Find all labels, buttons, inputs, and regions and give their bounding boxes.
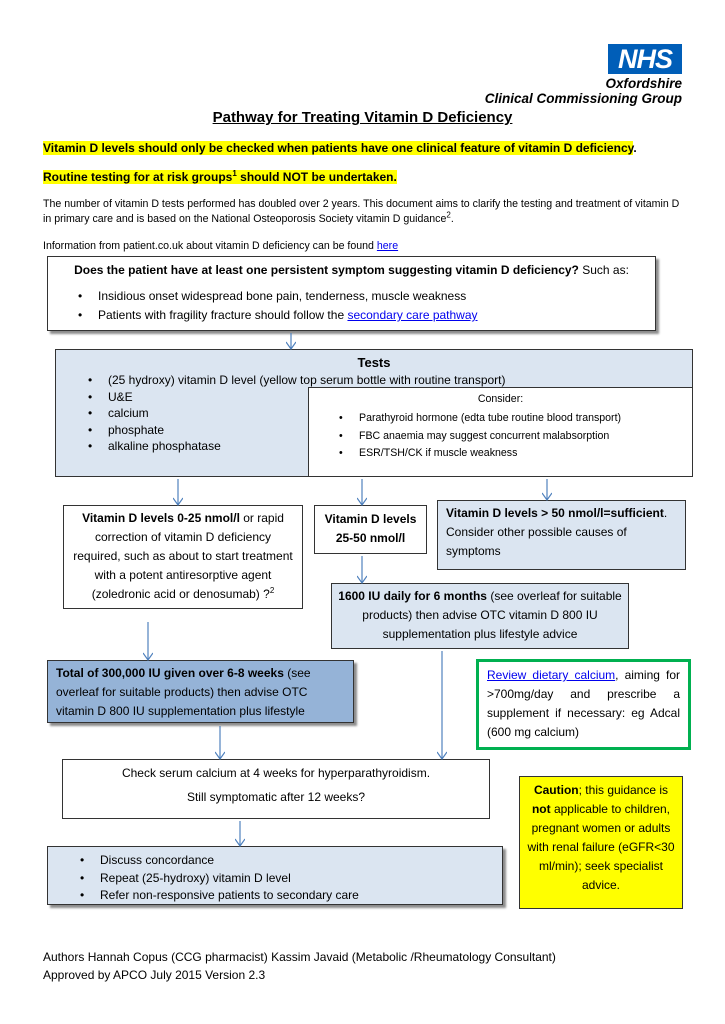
iu1600-bold: 1600 IU daily for 6 months [338, 589, 487, 603]
low-level-box: Vitamin D levels 0-25 nmol/l or rapid co… [63, 505, 303, 609]
highlight-note-1-end: . [633, 141, 637, 155]
intro-paragraph: The number of vitamin D tests performed … [43, 198, 680, 225]
footnote-ref-1: 1 [232, 169, 237, 178]
highlight-note-1-text: Vitamin D levels should only be checked … [43, 141, 634, 155]
caution-not: not [531, 802, 551, 816]
mid-level-line2: 25-50 nmol/l [335, 531, 406, 545]
symptom-item-fracture: Patients with fragility fracture should … [78, 306, 655, 325]
mid-level-line1: Vitamin D levels [324, 512, 417, 526]
footer: Authors Hannah Copus (CCG pharmacist) Ka… [43, 948, 556, 984]
tests-item: calcium [88, 405, 692, 422]
consider-item: FBC anaemia may suggest concurrent malab… [339, 428, 692, 446]
high-level-box: Vitamin D levels > 50 nmol/l=sufficient.… [437, 500, 686, 570]
nhs-logo: NHS [608, 44, 682, 74]
final-actions-list: Discuss concordance Repeat (25-hydroxy) … [80, 852, 502, 905]
iu300k-box: Total of 300,000 IU given over 6-8 weeks… [47, 660, 354, 723]
low-level-bold: Vitamin D levels 0-25 nmol/l [82, 511, 240, 525]
intro-text: The number of vitamin D tests performed … [43, 198, 680, 225]
page-title: Pathway for Treating Vitamin D Deficienc… [212, 109, 513, 126]
highlight-note-2-b: should NOT be undertaken. [236, 170, 397, 184]
check-line2: Still symptomatic after 12 weeks? [186, 790, 366, 804]
org-name: Oxfordshire Clinical Commissioning Group [485, 76, 682, 106]
iu1600-box: 1600 IU daily for 6 months (see overleaf… [331, 583, 629, 649]
iu300k-bold: Total of 300,000 IU given over 6-8 weeks [56, 666, 284, 680]
final-item: Repeat (25-hydroxy) vitamin D level [80, 870, 502, 888]
consider-list: Parathyroid hormone (edta tube routine b… [339, 410, 692, 463]
consider-heading: Consider: [477, 393, 524, 405]
footnote-ref-2: 2 [446, 210, 451, 220]
final-actions-box: Discuss concordance Repeat (25-hydroxy) … [47, 846, 503, 905]
consider-item: Parathyroid hormone (edta tube routine b… [339, 410, 692, 428]
check-calcium-box: Check serum calcium at 4 weeks for hyper… [62, 759, 490, 819]
highlight-note-1: Vitamin D levels should only be checked … [43, 141, 637, 155]
highlight-note-2: Routine testing for at risk groups1 shou… [43, 170, 397, 184]
footer-approval: Approved by APCO July 2015 Version 2.3 [43, 968, 266, 982]
info-line: Information from patient.co.uk about vit… [43, 240, 398, 252]
final-item: Discuss concordance [80, 852, 502, 870]
symptom-list: Insidious onset widespread bone pain, te… [78, 287, 655, 325]
consider-item: ESR/TSH/CK if muscle weakness [339, 445, 692, 463]
tests-list: (25 hydroxy) vitamin D level (yellow top… [88, 372, 692, 455]
org-line1: Oxfordshire [605, 76, 682, 91]
caution-bold: Caution [533, 783, 579, 797]
org-line2: Clinical Commissioning Group [484, 91, 682, 106]
tests-item: phosphate [88, 422, 692, 439]
caution-box: Caution; this guidance is not applicable… [519, 776, 683, 909]
review-dietary-calcium-link[interactable]: Review dietary calcium [487, 668, 616, 682]
secondary-care-pathway-link[interactable]: secondary care pathway [347, 308, 478, 322]
tests-item: U&E [88, 389, 692, 406]
symptom-item-bone-pain: Insidious onset widespread bone pain, te… [78, 287, 655, 306]
highlight-note-2-a: Routine testing for at risk groups [43, 170, 233, 184]
symptom-box: Does the patient have at least one persi… [47, 256, 656, 331]
tests-item: alkaline phosphatase [88, 438, 692, 455]
high-level-bold: Vitamin D levels > 50 nmol/l=sufficient [446, 506, 664, 520]
symptom-question-bold: Does the patient have at least one persi… [74, 263, 579, 277]
patient-info-link[interactable]: here [376, 240, 399, 252]
final-item: Refer non-responsive patients to seconda… [80, 887, 502, 905]
mid-level-box: Vitamin D levels 25-50 nmol/l [314, 505, 427, 554]
tests-item: (25 hydroxy) vitamin D level (yellow top… [88, 372, 692, 389]
footer-authors: Authors Hannah Copus (CCG pharmacist) Ka… [43, 950, 556, 964]
symptom-question: Does the patient have at least one persi… [74, 263, 629, 277]
consider-box: Consider: Parathyroid hormone (edta tube… [308, 387, 693, 477]
nhs-logo-text: NHS [617, 44, 673, 74]
dietary-calcium-box: Review dietary calcium, aiming for >700m… [476, 659, 691, 750]
info-text: Information from patient.co.uk about vit… [43, 240, 377, 252]
tests-heading: Tests [357, 355, 391, 370]
check-line1: Check serum calcium at 4 weeks for hyper… [121, 766, 431, 780]
footnote-ref-2b: 2 [269, 586, 275, 595]
